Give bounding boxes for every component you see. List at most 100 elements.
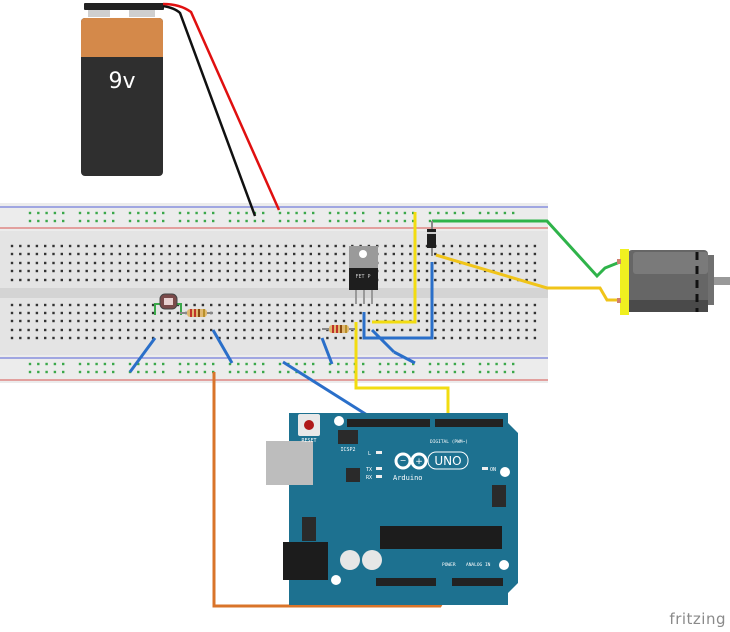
breadboard-hole	[428, 370, 432, 374]
breadboard-hole	[409, 252, 412, 256]
breadboard-hole	[168, 269, 171, 273]
breadboard-hole	[201, 336, 205, 340]
breadboard-hole	[160, 336, 163, 340]
breadboard-hole	[467, 311, 470, 315]
breadboard-hole	[500, 303, 503, 307]
breadboard-hole	[301, 303, 304, 307]
digital-header-low	[435, 419, 503, 427]
breadboard-hole	[387, 362, 390, 366]
breadboard-hole	[362, 211, 365, 215]
breadboard-hole	[193, 328, 196, 332]
breadboard-hole	[143, 328, 146, 332]
breadboard-hole	[110, 311, 113, 315]
breadboard-hole	[218, 269, 221, 273]
breadboard-hole	[376, 328, 379, 332]
breadboard-hole	[226, 252, 229, 256]
breadboard-hole	[193, 336, 196, 340]
breadboard-hole	[193, 278, 196, 282]
breadboard-hole	[203, 370, 207, 374]
breadboard-hole	[293, 244, 296, 248]
breadboard-hole	[243, 328, 246, 332]
breadboard-hole	[500, 311, 503, 315]
breadboard-hole	[268, 278, 271, 282]
breadboard-hole	[44, 244, 47, 248]
breadboard-hole	[210, 244, 213, 248]
breadboard-hole	[442, 336, 445, 340]
breadboard-hole	[118, 261, 122, 265]
breadboard-hole	[226, 269, 229, 273]
breadboard-hole	[376, 311, 379, 315]
breadboard-hole	[210, 303, 213, 307]
breadboard-hole	[137, 362, 140, 366]
breadboard-hole	[185, 336, 188, 340]
breadboard-hole	[400, 311, 404, 315]
breadboard-hole	[103, 211, 107, 215]
breadboard-hole	[110, 244, 113, 248]
breadboard-hole	[87, 362, 90, 366]
breadboard-hole	[395, 362, 398, 366]
breadboard-hole	[118, 303, 122, 307]
breadboard-hole	[517, 269, 520, 273]
breadboard-hole	[160, 261, 163, 265]
breadboard-hole	[168, 252, 171, 256]
breadboard-hole	[60, 336, 63, 340]
breadboard-hole	[135, 252, 138, 256]
breadboard-hole	[467, 303, 470, 307]
breadboard-hole	[77, 244, 80, 248]
center-channel	[0, 288, 548, 298]
breadboard-hole	[475, 252, 478, 256]
breadboard-hole	[417, 328, 420, 332]
breadboard-hole	[168, 328, 171, 332]
breadboard-hole	[475, 244, 478, 248]
breadboard-hole	[28, 370, 32, 374]
breadboard-hole	[450, 278, 454, 282]
breadboard-hole	[203, 219, 207, 223]
breadboard-hole	[495, 370, 498, 374]
breadboard-hole	[508, 269, 512, 273]
breadboard-hole	[425, 311, 429, 315]
breadboard-hole	[276, 328, 279, 332]
breadboard-hole	[309, 319, 312, 323]
breadboard-hole	[425, 261, 429, 265]
breadboard-hole	[392, 311, 395, 315]
breadboard-hole	[178, 219, 182, 223]
breadboard-hole	[85, 311, 88, 315]
breadboard-hole	[508, 278, 512, 282]
breadboard-hole	[228, 370, 232, 374]
breadboard-hole	[525, 252, 528, 256]
breadboard-hole	[127, 328, 130, 332]
breadboard-hole	[293, 269, 296, 273]
breadboard-hole	[10, 269, 14, 273]
breadboard-hole	[60, 328, 63, 332]
breadboard-hole	[278, 370, 282, 374]
breadboard-hole	[35, 319, 39, 323]
breadboard-hole	[145, 370, 148, 374]
breadboard-hole	[276, 244, 279, 248]
breadboard-hole	[234, 278, 238, 282]
wire-blue-resistor2	[320, 337, 334, 365]
breadboard-hole	[317, 319, 321, 323]
resistor-2	[322, 325, 355, 333]
breadboard-hole	[445, 211, 448, 215]
breadboard-hole	[525, 328, 528, 332]
breadboard-hole	[44, 269, 47, 273]
fritzing-watermark: fritzing	[669, 610, 726, 628]
breadboard-hole	[112, 211, 115, 215]
breadboard-hole	[400, 244, 404, 248]
breadboard-hole	[303, 370, 307, 374]
breadboard-hole	[459, 328, 462, 332]
breadboard-hole	[359, 303, 362, 307]
breadboard-hole	[37, 370, 40, 374]
breadboard-hole	[27, 244, 30, 248]
breadboard-hole	[268, 252, 271, 256]
breadboard-hole	[259, 328, 263, 332]
breadboard-hole	[309, 336, 312, 340]
breadboard-hole	[68, 311, 72, 315]
breadboard-hole	[251, 261, 254, 265]
breadboard-hole	[351, 319, 354, 323]
breadboard-hole	[495, 362, 498, 366]
breadboard-hole	[135, 328, 138, 332]
breadboard-hole	[442, 319, 445, 323]
breadboard-hole	[284, 303, 288, 307]
breadboard-hole	[234, 252, 238, 256]
